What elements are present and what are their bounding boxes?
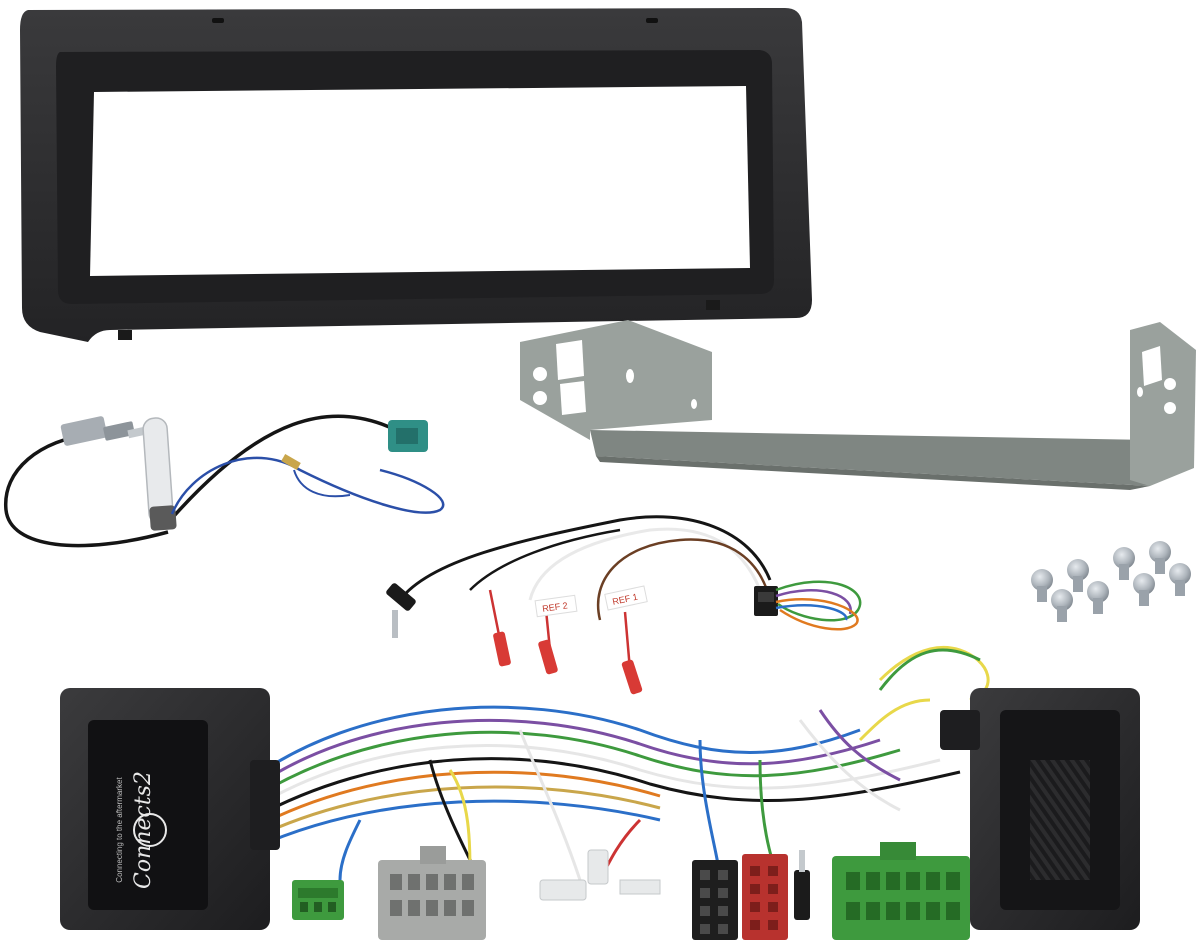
connector-grey (378, 846, 486, 940)
mounting-bracket (520, 320, 1196, 490)
brand-tagline: Connecting to the aftermarket (115, 777, 124, 883)
ref-tag-b: REF 1 (604, 585, 648, 611)
fakra-connector (388, 420, 428, 452)
clear-terminals (539, 849, 661, 901)
connector-green-small (292, 880, 344, 920)
connector-iso-red (742, 854, 788, 940)
small-plug (754, 586, 778, 616)
din-plug (60, 416, 151, 446)
screw (1087, 581, 1109, 614)
screw (1133, 573, 1155, 606)
logo-ring-icon (133, 813, 167, 847)
vent-grille (1030, 760, 1090, 880)
steering-interface-harness: Connects2 Connecting to the aftermarket (60, 645, 1140, 940)
connector-green-large (832, 842, 970, 940)
screw (1051, 589, 1073, 622)
screw (1149, 541, 1171, 574)
screws (1031, 541, 1191, 622)
interface-box-left: Connects2 Connecting to the aftermarket (60, 688, 280, 930)
jack-plugs (794, 850, 810, 920)
fascia-panel (20, 8, 812, 342)
connector-iso-black (692, 860, 738, 940)
patch-lead: REF 2 REF 1 (386, 515, 862, 695)
jack-plug (386, 583, 416, 638)
interface-box-right (940, 688, 1140, 930)
screw (1169, 563, 1191, 596)
screw (1113, 547, 1135, 580)
ref-tag-a: REF 2 (534, 594, 578, 618)
brand-logo: Connects2 (131, 771, 156, 889)
antenna-adapter (4, 414, 445, 548)
tag-label-a: REF 2 (542, 600, 569, 613)
wire-loom (249, 645, 990, 881)
screw (1067, 559, 1089, 592)
spade-terminal (493, 631, 643, 695)
screw (1031, 569, 1053, 602)
aerial-amplifier-tube (142, 417, 177, 531)
